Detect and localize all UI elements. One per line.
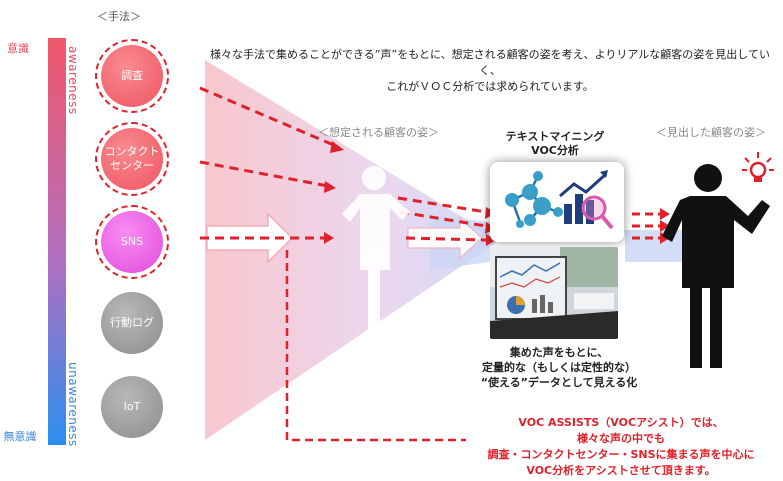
method-contact-center: コンタクト センター [101,128,163,190]
found-customer-figure [662,164,770,368]
visualization-caption: 集めた声をもとに、 定量的な（もしくは定性的な） “使える”データとして見える化 [474,345,644,390]
lightbulb-icon [742,152,774,182]
method-survey: 調査 [101,45,163,107]
method-behavior-log: 行動ログ [101,292,163,354]
method-iot: IoT [101,376,163,438]
assumed-customer-caption: ＜想定される顧客の姿＞ [318,124,439,140]
voc-assists-note: VOC ASSISTS（VOCアシスト）では、 様々な声の中でも 調査・コンタク… [476,415,766,479]
top-description: 様々な手法で集めることができる”声”をもとに、想定される顧客の姿を考え、よりリア… [210,47,770,95]
text-mining-title: テキストマイニング VOC分析 [500,130,610,158]
network-chart-icon [490,162,624,242]
awareness-vertical-label: awareness [66,46,80,115]
awareness-gradient-bar [48,38,66,445]
laptop-photo [490,247,618,339]
unawareness-vertical-label: unawareness [66,362,80,447]
conscious-label: 意識 [0,40,36,56]
method-header: ＜手法＞ [88,8,150,24]
analysis-card [490,162,624,242]
found-customer-caption: ＜見出した顧客の姿＞ [656,124,766,140]
method-sns: SNS [101,211,163,273]
unconscious-label: 無意識 [0,428,40,444]
